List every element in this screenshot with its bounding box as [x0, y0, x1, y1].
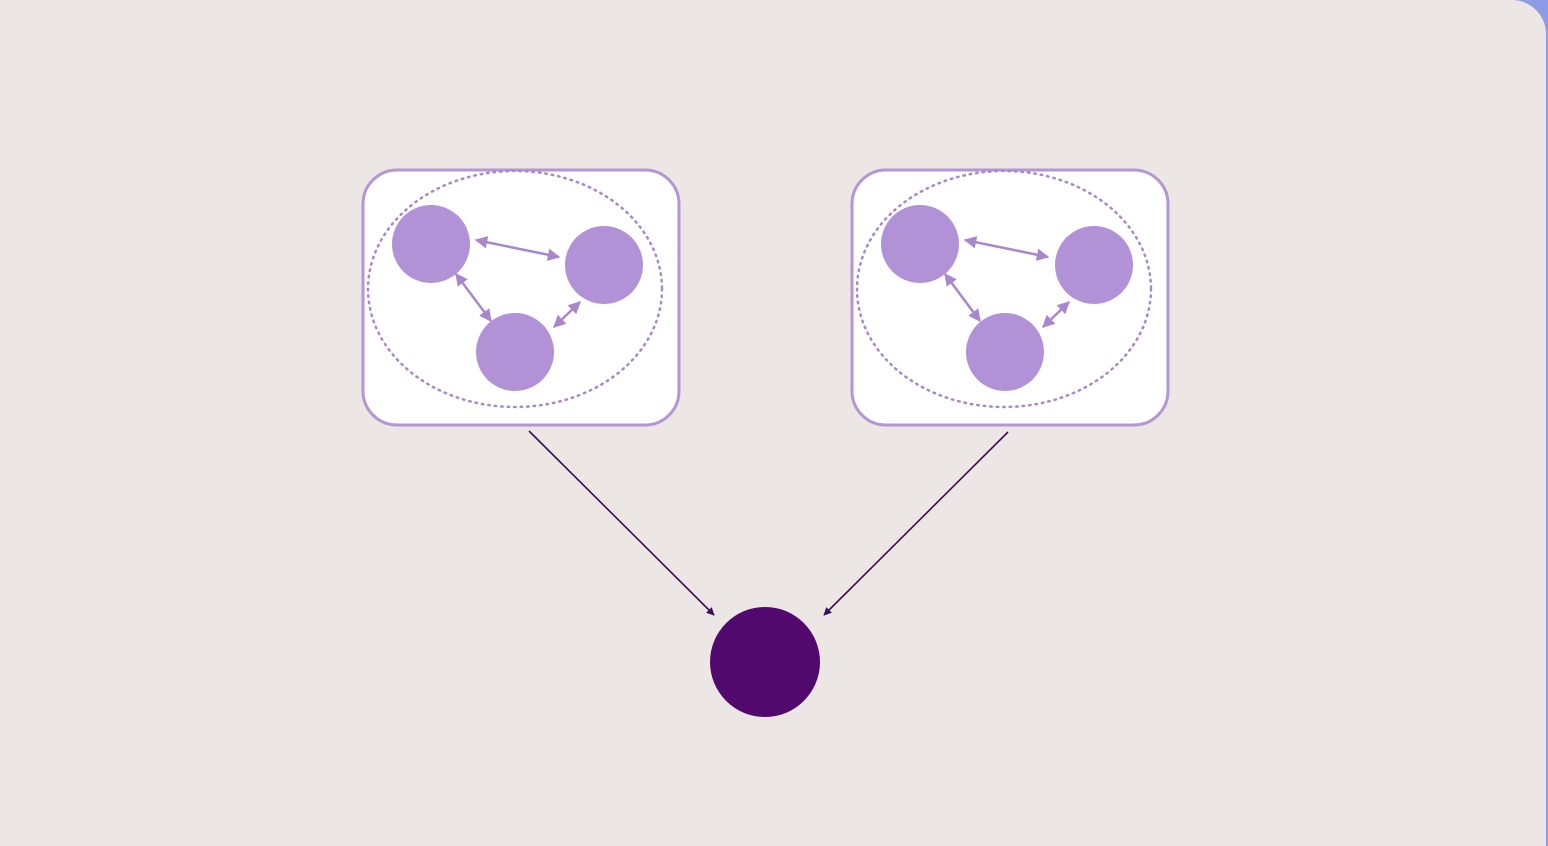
cluster-2-link-c-b	[1042, 301, 1070, 328]
cluster-1-link-a-c	[454, 272, 493, 323]
cluster-2-node-a	[881, 205, 959, 283]
cluster-boundary-2	[855, 169, 1153, 409]
cluster-1-node-b	[565, 226, 643, 304]
cluster-1-node-c	[476, 313, 554, 391]
cluster-2-link-a-b	[963, 236, 1050, 261]
cluster-2-link-a-c	[943, 272, 982, 323]
cluster-1-node-a	[392, 205, 470, 283]
cluster-box-2	[850, 168, 1170, 427]
aggregate-arrow-2	[823, 431, 1009, 616]
cluster-2-node-c	[966, 313, 1044, 391]
aggregate-arrow-1	[528, 430, 715, 616]
cluster-1-link-a-b	[474, 236, 561, 261]
cluster-box-1	[361, 168, 681, 427]
cluster-1-link-c-b	[553, 301, 581, 328]
cluster-boundary-1	[366, 169, 664, 409]
aggregate-node	[710, 607, 820, 717]
cluster-2-node-b	[1055, 226, 1133, 304]
